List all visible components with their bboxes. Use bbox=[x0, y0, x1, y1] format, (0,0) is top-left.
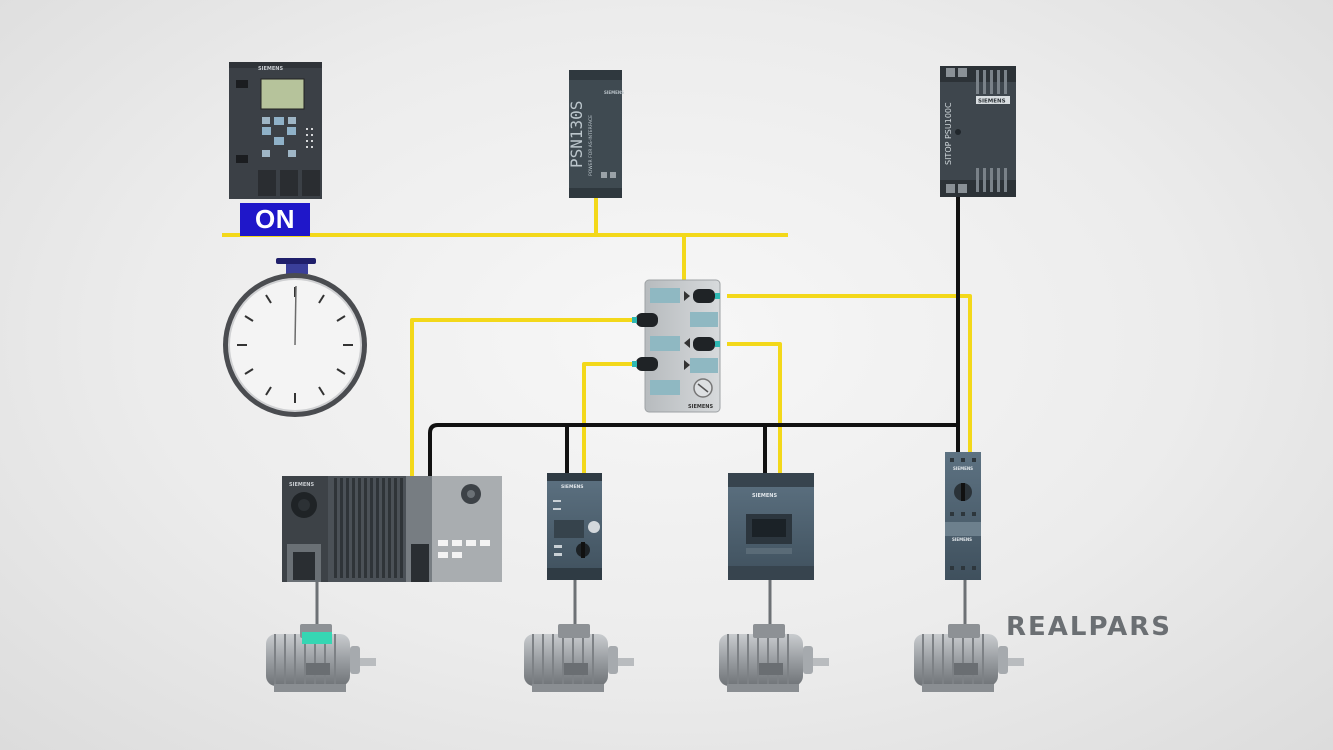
power-supply-icon: SIEMENS PSN130S POWER FOR AS-INTERFACE bbox=[567, 70, 624, 198]
motor-icon bbox=[266, 624, 376, 692]
motor-icon bbox=[719, 624, 829, 692]
on-status-badge: ON bbox=[240, 203, 310, 236]
brand-logo-text: REALPARS bbox=[1006, 612, 1173, 642]
power-supply-icon: SIEMENS SITOP PSU100C bbox=[940, 66, 1016, 197]
controller-vendor-label: SIEMENS bbox=[258, 66, 283, 72]
svg-text:SIEMENS: SIEMENS bbox=[561, 484, 584, 490]
motor-starter-icon: SIEMENS bbox=[547, 473, 602, 580]
stopwatch-icon bbox=[223, 258, 367, 417]
psu1-subtitle-label: POWER FOR AS-INTERFACE bbox=[588, 115, 594, 176]
as-interface-bus bbox=[222, 196, 972, 476]
controller-icon: SIEMENS bbox=[229, 62, 322, 199]
svg-text:SIEMENS: SIEMENS bbox=[952, 537, 972, 542]
svg-text:SIEMENS: SIEMENS bbox=[604, 90, 624, 95]
aux-power-cable bbox=[428, 196, 960, 476]
svg-text:SIEMENS: SIEMENS bbox=[752, 493, 777, 499]
svg-text:SIEMENS: SIEMENS bbox=[978, 99, 1006, 105]
psu1-model-label: PSN130S bbox=[567, 101, 586, 168]
frequency-converter-icon: SIEMENS bbox=[282, 476, 502, 582]
io-module-icon: SIEMENS bbox=[632, 279, 721, 413]
svg-text:SIEMENS: SIEMENS bbox=[688, 404, 713, 410]
psu2-model-label: SITOP PSU100C bbox=[944, 102, 953, 165]
svg-text:SIEMENS: SIEMENS bbox=[289, 482, 314, 488]
motor-shafts bbox=[315, 580, 967, 630]
svg-text:SIEMENS: SIEMENS bbox=[953, 466, 973, 471]
circuit-breaker-icon: SIEMENS SIEMENS bbox=[945, 452, 981, 580]
motor-icon bbox=[524, 624, 634, 692]
contactor-icon: SIEMENS bbox=[728, 473, 814, 580]
